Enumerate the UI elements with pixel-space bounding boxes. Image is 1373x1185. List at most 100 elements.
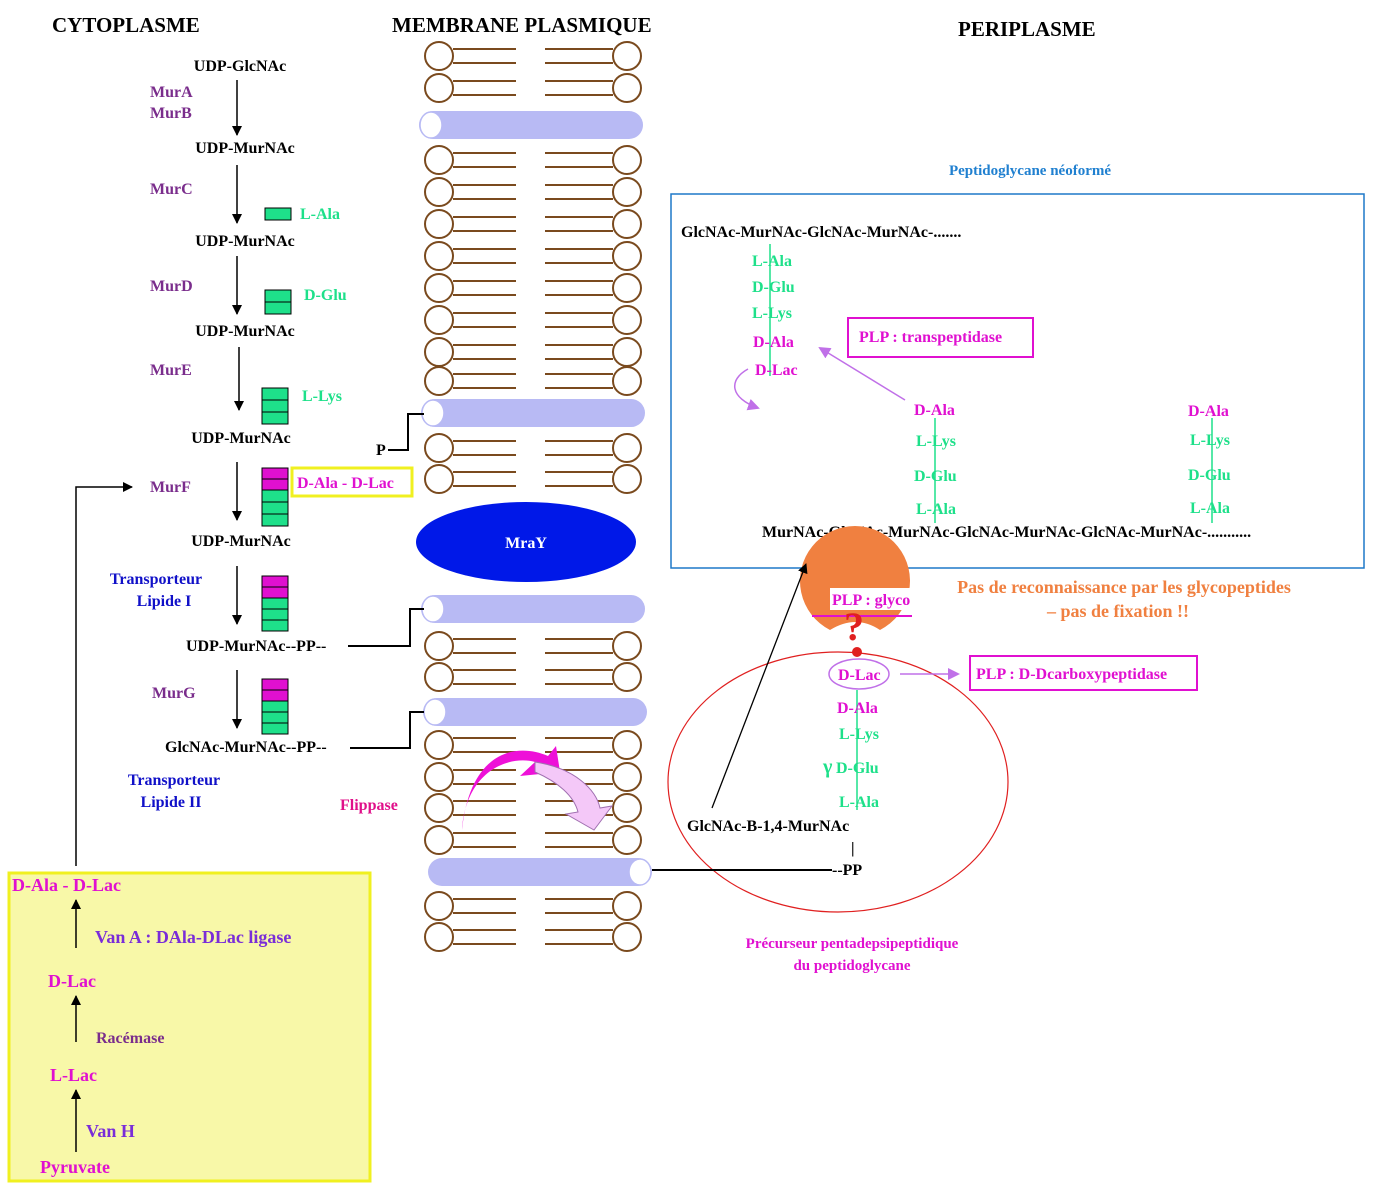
top-stem-d-ala: D-Ala <box>753 334 794 351</box>
plasma-membrane <box>419 41 652 952</box>
pyruvate: Pyruvate <box>40 1157 110 1177</box>
no-recognition-line1: Pas de reconnaissance par les glycopepti… <box>957 577 1291 597</box>
gamma-symbol: γ <box>822 756 833 778</box>
racemase: Racémase <box>96 1030 164 1047</box>
transporter-lipid-ii-line1: Transporteur <box>128 772 220 789</box>
precursor-label-line2: du peptidoglycane <box>793 958 910 974</box>
precursor-d-lac: D-Lac <box>838 667 881 684</box>
residue-stack-1 <box>264 207 292 221</box>
product-dala-dlac: D-Ala - D-Lac <box>12 875 121 895</box>
incorporation-arrow <box>711 563 808 809</box>
enzyme-mura: MurA <box>150 84 193 101</box>
udp-murnac-5: UDP-MurNAc <box>191 533 291 550</box>
udp-murnac-pp: UDP-MurNAc--PP-- <box>186 638 326 655</box>
header-membrane: MEMBRANE PLASMIQUE <box>392 13 652 37</box>
precursor-circle <box>667 651 1009 913</box>
residue-label-d-glu: D-Glu <box>304 287 347 304</box>
dala-dlac-feed-arrow <box>75 482 133 866</box>
glcnac-murnac-pp: GlcNAc-MurNAc--PP-- <box>165 739 327 756</box>
stem2-d-glu: D-Glu <box>914 468 957 485</box>
pp-bar: | <box>851 840 855 857</box>
stem3-l-lys: L-Lys <box>1190 432 1230 449</box>
top-stem-d-lac: D-Lac <box>755 362 798 379</box>
transporter-lipid-i-line1: Transporteur <box>110 571 202 588</box>
precursor-l-ala: L-Ala <box>839 794 879 811</box>
phospholipid-pair <box>424 337 642 367</box>
stem2-d-ala: D-Ala <box>914 402 955 419</box>
header-periplasm: PERIPLASME <box>958 17 1096 41</box>
top-stem-l-lys: L-Lys <box>752 305 792 322</box>
d-lac-highlight <box>828 658 890 690</box>
enzyme-murg: MurG <box>152 685 196 702</box>
residue-stack-4 <box>261 467 289 527</box>
phospholipid-pair <box>424 631 642 661</box>
udp-murnac-3: UDP-MurNAc <box>195 323 295 340</box>
mray-label: MraY <box>505 535 547 552</box>
enzyme-murb: MurB <box>150 105 192 122</box>
phospholipid-pair <box>424 305 642 335</box>
phospholipid-pair <box>424 793 642 823</box>
l-lac: L-Lac <box>50 1065 97 1085</box>
residue-label-l-ala: L-Ala <box>300 206 340 223</box>
residue-label-dala-dlac: D-Ala - D-Lac <box>297 475 394 492</box>
stem3-l-ala: L-Ala <box>1190 500 1230 517</box>
phospholipid-pair <box>424 922 642 952</box>
residue-stack-5 <box>261 575 289 632</box>
phospholipid-pair <box>424 241 642 271</box>
stem2-l-ala: L-Ala <box>916 501 956 518</box>
pp-label: --PP <box>832 862 862 879</box>
phospholipid-pair <box>424 891 642 921</box>
dcarboxy-box <box>969 655 1198 691</box>
phospholipid-pair <box>424 825 642 855</box>
top-stem-d-glu: D-Glu <box>752 279 795 296</box>
udp-murnac-4: UDP-MurNAc <box>191 430 291 447</box>
no-recognition-line2: – pas de fixation !! <box>1046 601 1189 621</box>
lipid-ii-connector <box>350 711 424 749</box>
precursor-d-glu: D-Glu <box>836 760 879 777</box>
mray-enzyme <box>416 502 636 582</box>
enzyme-murc: MurC <box>150 181 193 198</box>
vana-resistance-box <box>7 871 372 1183</box>
stem3-d-ala: D-Ala <box>1188 403 1229 420</box>
cleavage-curved-arrow <box>733 368 760 411</box>
stem2-l-lys: L-Lys <box>916 433 956 450</box>
dala-dlac-box <box>290 466 414 498</box>
residue-stack-3 <box>261 387 289 425</box>
transpeptidation-arrow <box>818 346 906 401</box>
enzyme-mure: MurE <box>150 362 192 379</box>
precursor-label-line1: Précurseur pentadepsipeptidique <box>746 936 959 952</box>
plp-glyco-bg <box>830 588 910 610</box>
enzyme-murd: MurD <box>150 278 193 295</box>
lipid-carrier <box>421 399 645 427</box>
transpeptidase-box <box>847 317 1034 358</box>
vanh: Van H <box>86 1121 135 1141</box>
transpeptidase-label: PLP : transpeptidase <box>859 329 1002 346</box>
udp-murnac-1: UDP-MurNAc <box>195 140 295 157</box>
new-peptidoglycan-box <box>670 193 1365 569</box>
enzyme-murf: MurF <box>150 479 191 496</box>
transporter-lipid-ii-line2: Lipide II <box>141 794 202 811</box>
flippase-label: Flippase <box>340 797 398 814</box>
top-stem-l-ala: L-Ala <box>752 253 792 270</box>
phospholipid-pair <box>424 73 642 103</box>
residue-label-l-lys: L-Lys <box>302 388 342 405</box>
phospholipid-pair <box>424 273 642 303</box>
question-mark: ? <box>844 604 864 649</box>
plp-glyco-label: PLP : glyco <box>832 592 910 609</box>
phospholipid-pair <box>424 662 642 692</box>
top-glycan-chain: GlcNAc-MurNAc-GlcNAc-MurNAc-....... <box>681 224 961 241</box>
stem3-d-glu: D-Glu <box>1188 467 1231 484</box>
lipid-carrier <box>421 595 645 623</box>
flippase-arrow-magenta <box>462 746 560 830</box>
lipid-i-connector <box>348 608 424 647</box>
new-peptidoglycan-title: Peptidoglycane néoformé <box>949 163 1111 179</box>
lipid-carrier <box>423 698 647 726</box>
flippase-arrow-pink <box>534 761 614 831</box>
udp-glcnac: UDP-GlcNAc <box>194 58 286 75</box>
phospholipid-pair <box>424 464 642 494</box>
phosphate-connector <box>388 413 424 451</box>
phospholipid-pair <box>424 366 642 396</box>
udp-murnac-2: UDP-MurNAc <box>195 233 295 250</box>
lipid-carrier <box>419 111 643 139</box>
